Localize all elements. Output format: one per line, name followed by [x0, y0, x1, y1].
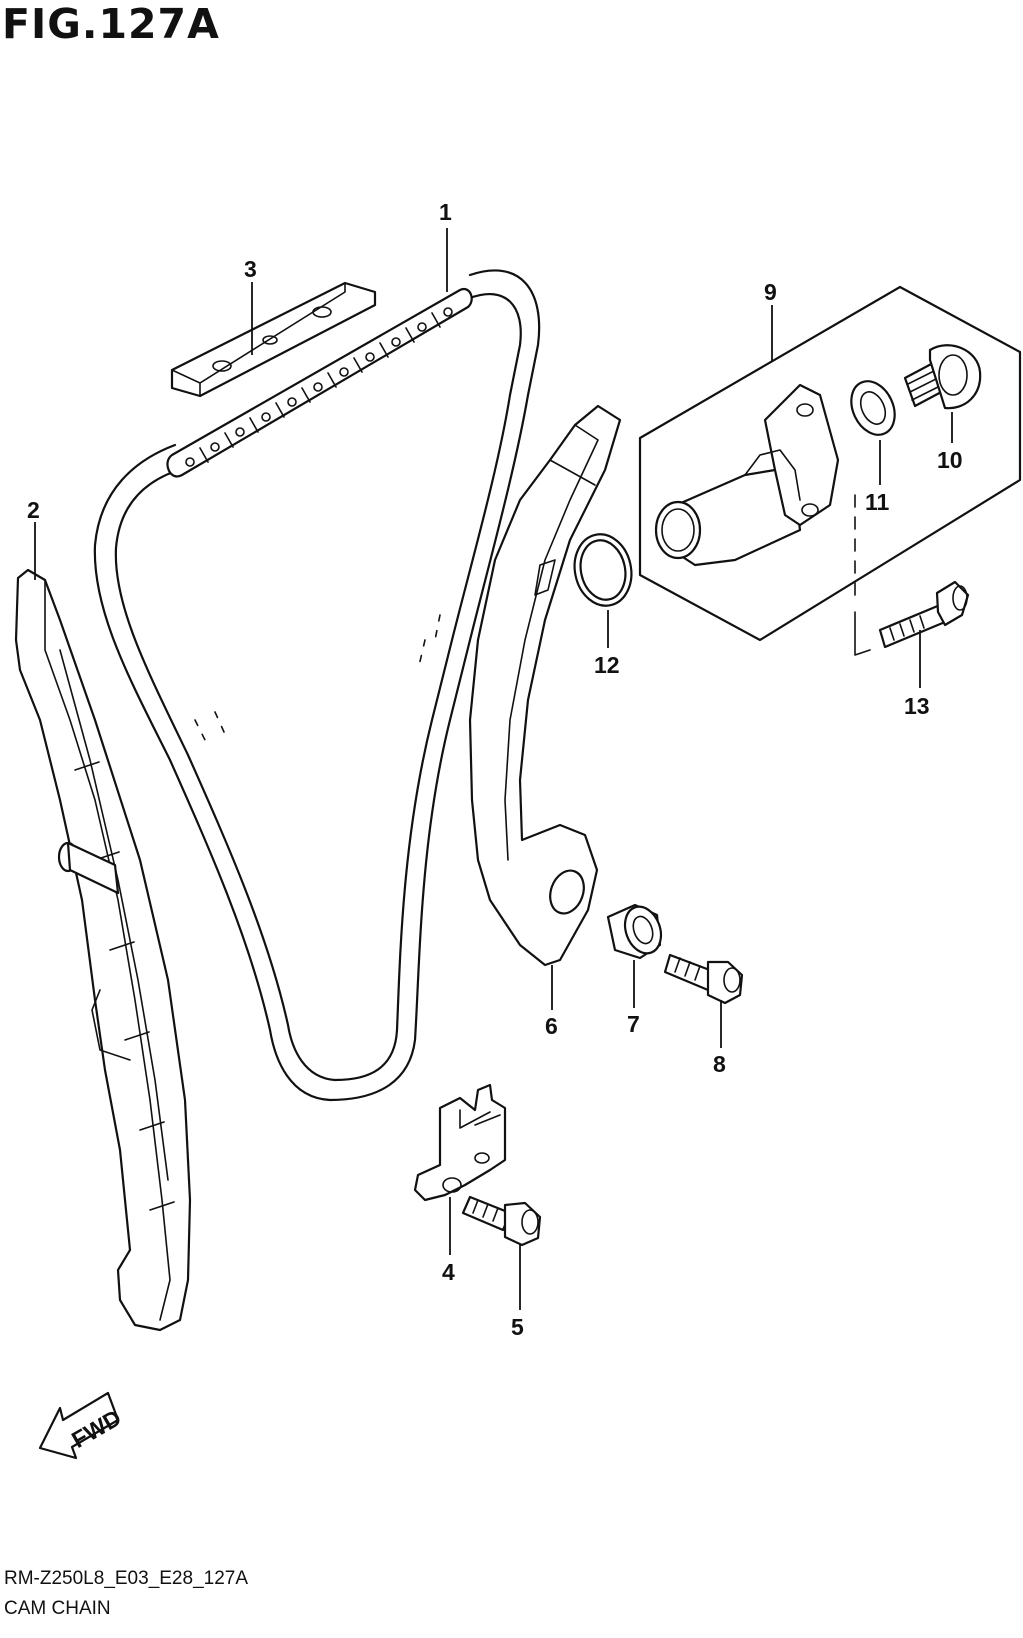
cam-chain [93, 269, 541, 1102]
part-label-6: 6 [545, 1013, 558, 1039]
part-label-5: 5 [511, 1314, 524, 1340]
part-label-7: 7 [627, 1011, 640, 1037]
part-label-4: 4 [442, 1259, 455, 1285]
part-labels: 1 2 3 4 5 6 7 8 9 10 11 12 13 [27, 199, 963, 1340]
figure-code: RM-Z250L8_E03_E28_127A [4, 1568, 249, 1589]
bracket [413, 1083, 507, 1202]
bolt-13 [878, 580, 970, 649]
washer [850, 380, 896, 436]
part-label-10: 10 [937, 447, 963, 473]
part-label-12: 12 [594, 652, 620, 678]
chain-guide [14, 568, 192, 1332]
leader-lines [34, 228, 953, 1310]
part-label-2: 2 [27, 497, 40, 523]
bolt-8 [663, 953, 744, 1005]
chain-links [166, 287, 473, 478]
tensioner-assembly [638, 285, 1022, 656]
figure-title: FIG.127A [2, 0, 220, 48]
tensioner-arm [468, 404, 622, 967]
plug-bolt [903, 344, 982, 410]
chain-guide-top [170, 281, 377, 398]
fwd-arrow-icon: FWD [38, 1391, 126, 1460]
o-ring [573, 533, 633, 607]
part-label-1: 1 [439, 199, 452, 225]
part-label-3: 3 [244, 256, 257, 282]
bushing [606, 903, 663, 960]
part-label-9: 9 [764, 279, 777, 305]
bolt-5 [461, 1195, 542, 1247]
part-label-13: 13 [904, 693, 930, 719]
part-label-8: 8 [713, 1051, 726, 1077]
figure-name: CAM CHAIN [4, 1598, 111, 1619]
part-label-11: 11 [865, 489, 890, 515]
